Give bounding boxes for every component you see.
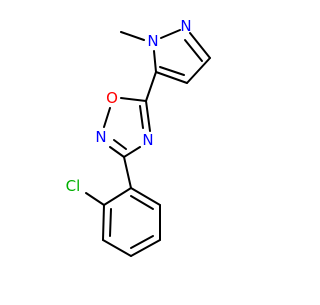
bond-c4-c5 [155, 71, 188, 84]
bond-o1-n2 [103, 107, 111, 128]
bond-n1-n2 [160, 29, 181, 39]
bond-n2-c3ox-double [113, 139, 127, 150]
bond-n2-c3ox [109, 146, 125, 158]
bond-bz4-bz5-double [130, 235, 154, 249]
atom-o-ring: O [106, 89, 118, 107]
molecule-svg: N N O N N Cl [66, 17, 211, 257]
bond-bz4-bz5 [130, 239, 161, 257]
bond-n4-c5 [145, 100, 151, 132]
bond-n4-c5-double [139, 105, 144, 129]
bond-c5-n1 [153, 50, 157, 73]
bond-bz1-bz2 [103, 187, 132, 206]
bond-methyl-n1 [120, 31, 145, 41]
bond-oxadiazole-benzene [123, 156, 132, 189]
bond-c-cl [85, 192, 105, 206]
bond-bz6-bz1-double [130, 195, 154, 210]
bond-c3ox-n4 [123, 146, 141, 158]
bond-c3-c4 [186, 57, 211, 84]
atom-n-oxadiazole-bottom: N [142, 131, 153, 149]
bond-pyrazole-oxadiazole [145, 71, 157, 102]
bond-bz6-bz1 [130, 187, 161, 206]
atom-n-pyrazole: N [180, 17, 191, 35]
bond-bz3-bz4 [102, 239, 132, 257]
structure-diagram: N N O N N Cl [66, 17, 211, 257]
bond-c4-c5-double [159, 66, 185, 76]
bond-bz2-bz3 [102, 204, 105, 241]
atom-cl: Cl [66, 177, 81, 195]
atom-n-methyl: N [147, 32, 158, 50]
bond-n2-c3 [189, 32, 211, 59]
bond-bz2-bz3-double [109, 208, 112, 237]
bond-n2-c3-double [184, 39, 203, 62]
bond-c5-o1 [120, 97, 147, 102]
atom-n-oxadiazole-left: N [95, 128, 106, 146]
